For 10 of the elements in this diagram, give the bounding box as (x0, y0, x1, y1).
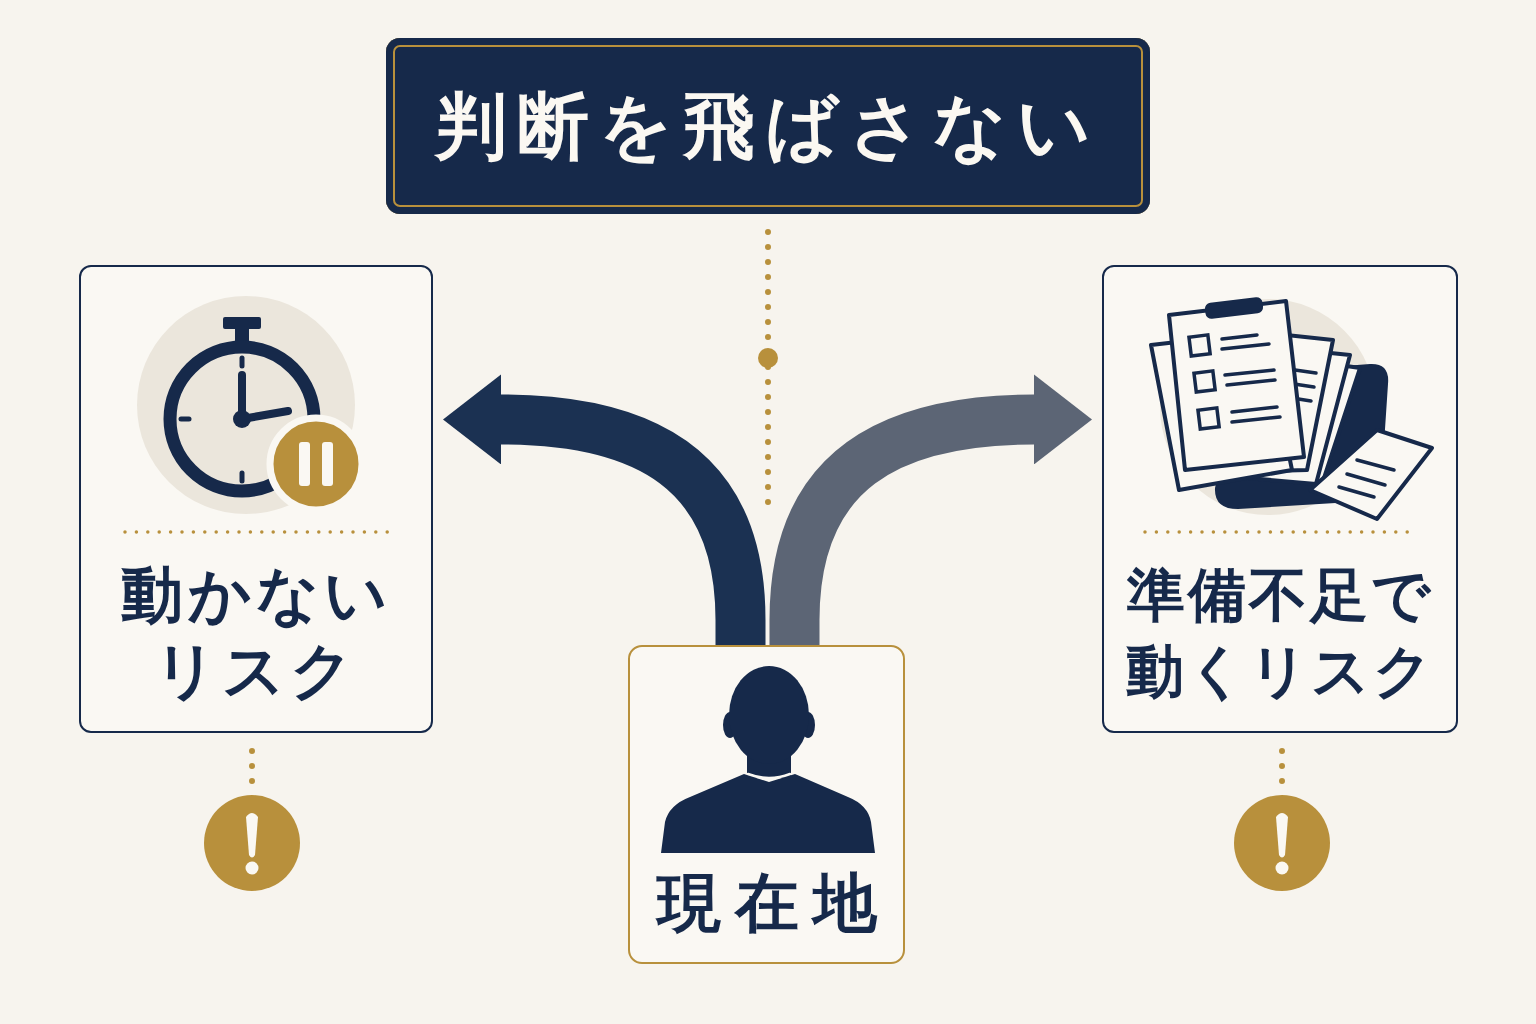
position-card (628, 645, 905, 964)
exclamation-icon (204, 795, 300, 891)
risk-card (79, 265, 433, 733)
risk-heading: 準備不足で動くリスク (1124, 560, 1436, 707)
risk-card (1102, 265, 1458, 733)
title-banner (386, 38, 1150, 214)
exclamation-icon (1234, 795, 1330, 891)
position-heading: 現在地 (656, 864, 891, 942)
risk-heading: 動かないリスク (119, 557, 393, 709)
banner-heading: 判断を飛ばさない (435, 82, 1101, 170)
